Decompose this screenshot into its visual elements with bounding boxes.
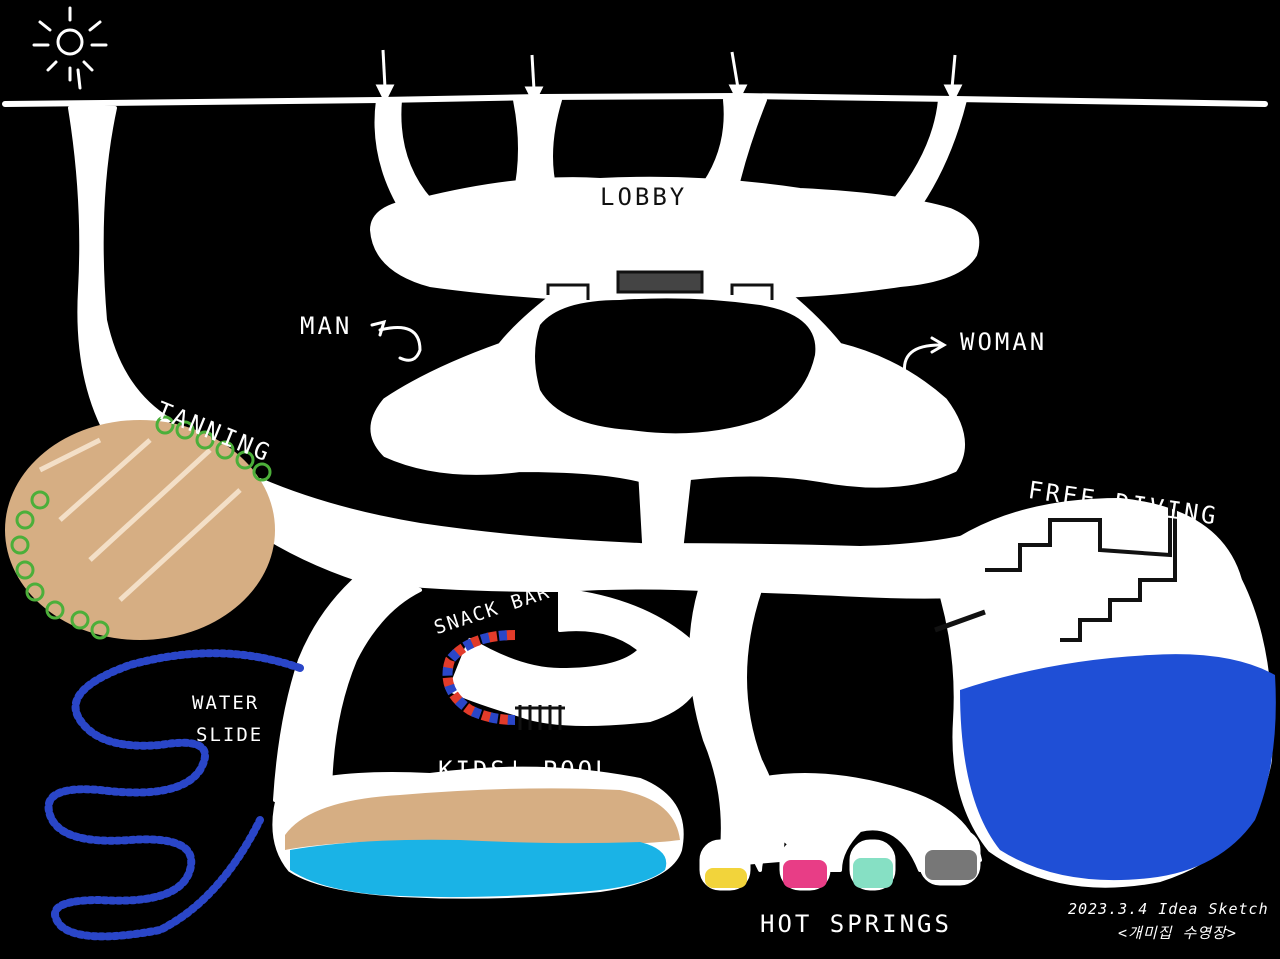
arrow-down-icon xyxy=(524,54,544,106)
sun-icon xyxy=(32,6,108,90)
diving-stairs xyxy=(985,500,1177,642)
woman-label: WOMAN xyxy=(960,328,1048,356)
lobby-label: LOBBY xyxy=(600,183,688,211)
free-diving-pool xyxy=(934,500,1276,881)
voids xyxy=(535,298,816,434)
ground-line xyxy=(2,92,1268,107)
arrow-down-icon xyxy=(943,54,963,104)
kids-pool xyxy=(285,788,680,898)
arrow-curved-icon xyxy=(370,319,422,362)
signature-title: <개미집 수영장> xyxy=(1118,924,1237,942)
hot-springs-pools xyxy=(705,850,977,888)
arrow-down-icon xyxy=(375,49,395,104)
tanning-area xyxy=(5,415,275,640)
signature-date: 2023.3.4 Idea Sketch xyxy=(1068,900,1269,918)
arrow-curved-icon xyxy=(902,336,947,377)
man-label: MAN xyxy=(300,312,353,340)
benches xyxy=(515,270,774,730)
kids-pool-label: KIDS' POOL xyxy=(438,756,613,784)
entrance-arrows xyxy=(375,49,963,106)
arrow-down-icon xyxy=(728,51,748,104)
water-slide-label-2: SLIDE xyxy=(196,724,264,746)
water-slide-label-1: WATER xyxy=(192,692,260,714)
hot-springs-label: HOT SPRINGS xyxy=(760,910,952,938)
water-slide xyxy=(44,649,304,941)
